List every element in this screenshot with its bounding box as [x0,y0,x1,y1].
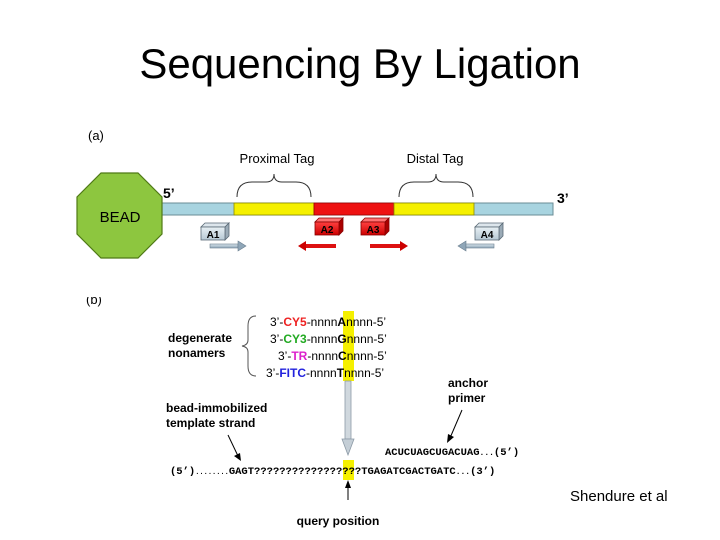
distal-tag-region [393,202,475,216]
probe-fitc: 3’-FITC-nnnnTnnnn-5’ [266,366,384,380]
distal-brace [398,173,474,198]
primer-a2-label: A2 [321,225,334,236]
primer-label: primer [448,391,486,405]
probe-cy5: 3’-CY5-nnnnAnnnn-5’ [270,315,386,329]
arrow-a3 [370,241,408,251]
probe-cy3: 3’-CY3-nnnnGnnnn-5’ [270,332,387,346]
panel-a-label: (a) [88,128,104,143]
primer-a1: A1 [200,222,230,241]
slide-title: Sequencing By Ligation [139,40,581,87]
query-highlight-bottom [343,460,354,480]
down-arrow [341,380,355,457]
query-highlight-top [343,311,354,381]
template-sequence: (5’)........GAGT?????????????????TGAGATC… [170,466,495,478]
proximal-tag-label: Proximal Tag [240,151,315,166]
template-pointer [227,434,241,461]
query-position-label: query position [297,514,380,528]
query-pointer [345,480,351,500]
bead-immobilized-label: bead-immobilized [166,401,267,415]
arrow-a4 [457,240,495,252]
probe-tr: 3’-TR-nnnnCnnnn-5’ [278,349,387,363]
five-prime-end: 5’ [163,185,175,201]
citation-credit: Shendure et al [570,488,668,505]
degenerate-label: degenerate [168,331,232,345]
panel-b-mask [80,289,640,297]
primer-a4: A4 [474,222,504,241]
primer-a2: A2 [314,217,344,236]
three-prime-end: 3’ [557,190,569,206]
arrow-a2 [298,241,336,251]
nonamers-label: nonamers [168,346,226,360]
bead-shape [76,172,163,259]
anchor-pointer [447,409,463,443]
center-region [313,202,395,216]
proximal-tag-region [233,202,315,216]
template-strand-label: template strand [166,416,255,430]
anchor-sequence: ACUCUAGCUGACUAG...(5’) [385,447,519,459]
nonamer-brace [241,315,257,377]
primer-a3-label: A3 [367,225,380,236]
distal-tag-label: Distal Tag [407,151,464,166]
primer-a4-label: A4 [481,230,494,241]
bead-label: BEAD [100,209,141,226]
anchor-label: anchor [448,376,488,390]
primer-a3: A3 [360,217,390,236]
arrow-a1 [209,240,247,252]
proximal-brace [236,173,312,198]
primer-a1-label: A1 [207,230,220,241]
